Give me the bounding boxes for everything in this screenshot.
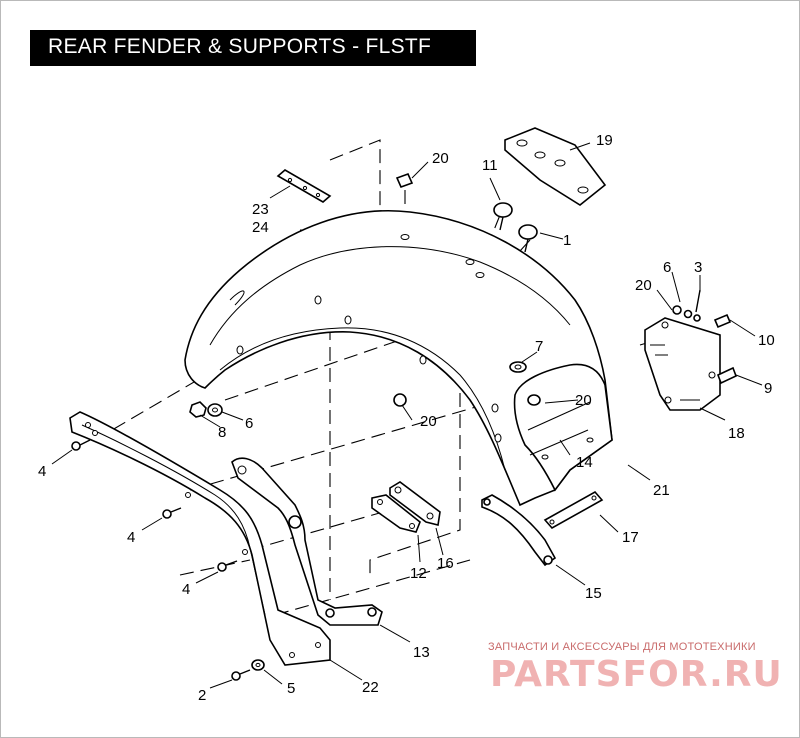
small-brackets <box>371 481 441 533</box>
callout-5: 5 <box>287 680 295 697</box>
callout-4-top: 4 <box>38 463 46 480</box>
callout-19: 19 <box>596 132 613 149</box>
left-support-rail <box>69 411 331 666</box>
knob-bolts <box>493 202 538 253</box>
callout-4-mid: 4 <box>127 529 135 546</box>
callout-22: 22 <box>362 679 379 696</box>
part-callouts: 20 11 19 23 24 1 6 3 20 10 7 20 9 18 6 8… <box>38 132 775 704</box>
callout-23: 23 <box>252 201 269 218</box>
callout-6-right: 6 <box>663 259 671 276</box>
lower-bracket <box>481 494 557 567</box>
callout-3: 3 <box>694 259 702 276</box>
callout-9: 9 <box>764 380 772 397</box>
callout-2: 2 <box>198 687 206 704</box>
callout-15: 15 <box>585 585 602 602</box>
screws <box>71 439 265 681</box>
cover-plate <box>504 127 607 206</box>
callout-20-mid: 20 <box>420 413 437 430</box>
callout-18: 18 <box>728 425 745 442</box>
callout-20-right: 20 <box>635 277 652 294</box>
callout-11: 11 <box>482 157 498 174</box>
callout-1: 1 <box>563 232 571 249</box>
callout-8: 8 <box>218 424 226 441</box>
callout-4-low: 4 <box>182 581 190 598</box>
callout-20-top: 20 <box>432 150 449 167</box>
callout-17: 17 <box>622 529 639 546</box>
callout-14: 14 <box>576 454 593 471</box>
callout-10: 10 <box>758 332 775 349</box>
callout-7: 7 <box>535 338 543 355</box>
leader-lines <box>51 142 763 689</box>
callout-12: 12 <box>410 565 427 582</box>
callout-16: 16 <box>437 555 454 572</box>
title-banner: REAR FENDER & SUPPORTS - FLSTF <box>30 30 476 66</box>
clip-nut-mid <box>393 393 541 407</box>
page-title: REAR FENDER & SUPPORTS - FLSTF <box>48 35 432 58</box>
callout-20-light: 20 <box>575 392 592 409</box>
license-bracket <box>644 289 738 411</box>
rear-fender <box>184 210 613 507</box>
callout-24: 24 <box>252 219 269 236</box>
watermark-tagline: ЗАПЧАСТИ И АКСЕССУАРЫ ДЛЯ МОТОТЕХНИКИ <box>488 641 756 653</box>
callout-13: 13 <box>413 644 430 661</box>
clip-nut-top <box>395 172 414 189</box>
callout-6-left: 6 <box>245 415 253 432</box>
watermark-logo: PARTSFOR.RU <box>490 654 783 695</box>
strap-part <box>276 169 332 203</box>
hex-nut-7 <box>509 361 527 373</box>
callout-21: 21 <box>653 482 670 499</box>
bar-part <box>543 490 604 530</box>
upper-support-arm <box>231 457 383 626</box>
nut-and-washer <box>189 401 223 418</box>
